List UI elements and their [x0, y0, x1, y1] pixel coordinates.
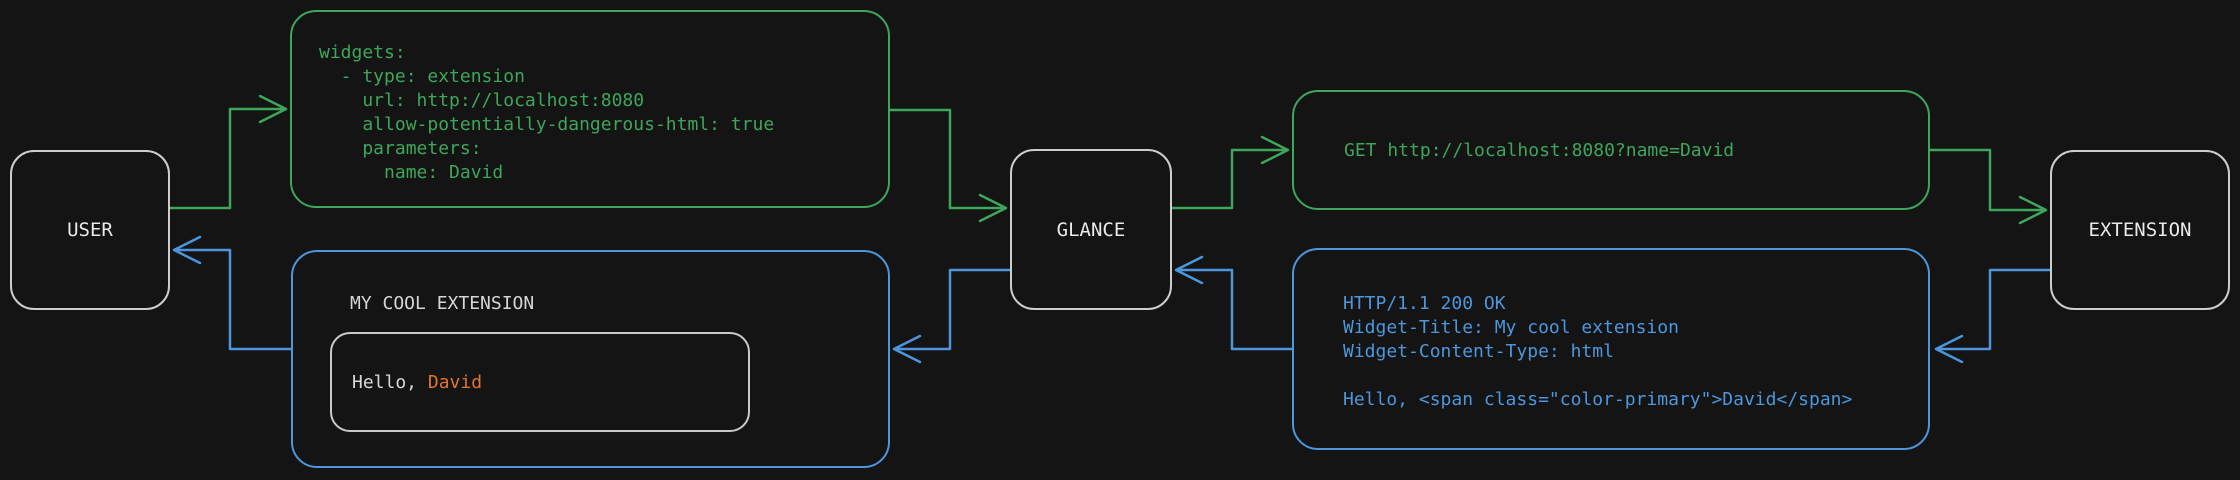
glance-node-label: GLANCE — [1056, 218, 1126, 241]
config-yaml-text: widgets: - type: extension url: http://l… — [319, 42, 775, 183]
connector-extension-to-response — [1934, 268, 2052, 364]
connector-request-to-extension — [1928, 148, 2048, 225]
http-request-text: GET http://localhost:8080?name=David — [1344, 139, 1735, 161]
widget-inner-box: Hello, David — [330, 332, 750, 432]
greeting-prefix-text: Hello, — [352, 371, 428, 393]
http-response-text: HTTP/1.1 200 OK Widget-Title: My cool ex… — [1343, 293, 1853, 410]
connector-user-to-config — [168, 94, 288, 210]
http-request-box: GET http://localhost:8080?name=David — [1292, 90, 1930, 210]
glance-node: GLANCE — [1010, 149, 1172, 310]
user-node: USER — [10, 150, 170, 310]
connector-response-to-glance — [1174, 255, 1294, 351]
connector-glance-to-request — [1170, 135, 1290, 210]
http-response-box: HTTP/1.1 200 OK Widget-Title: My cool ex… — [1292, 248, 1930, 450]
extension-node: EXTENSION — [2050, 150, 2230, 310]
extension-node-label: EXTENSION — [2088, 219, 2192, 241]
user-node-label: USER — [67, 219, 113, 241]
greeting-name-text: David — [427, 371, 483, 393]
connector-glance-to-widget — [892, 268, 1012, 364]
connector-config-to-glance — [888, 108, 1008, 223]
widget-title: MY COOL EXTENSION — [350, 293, 535, 314]
widget-render-box: MY COOL EXTENSION Hello, David — [291, 250, 890, 468]
connector-widget-to-user — [172, 235, 293, 351]
config-yaml-box: widgets: - type: extension url: http://l… — [290, 10, 890, 208]
